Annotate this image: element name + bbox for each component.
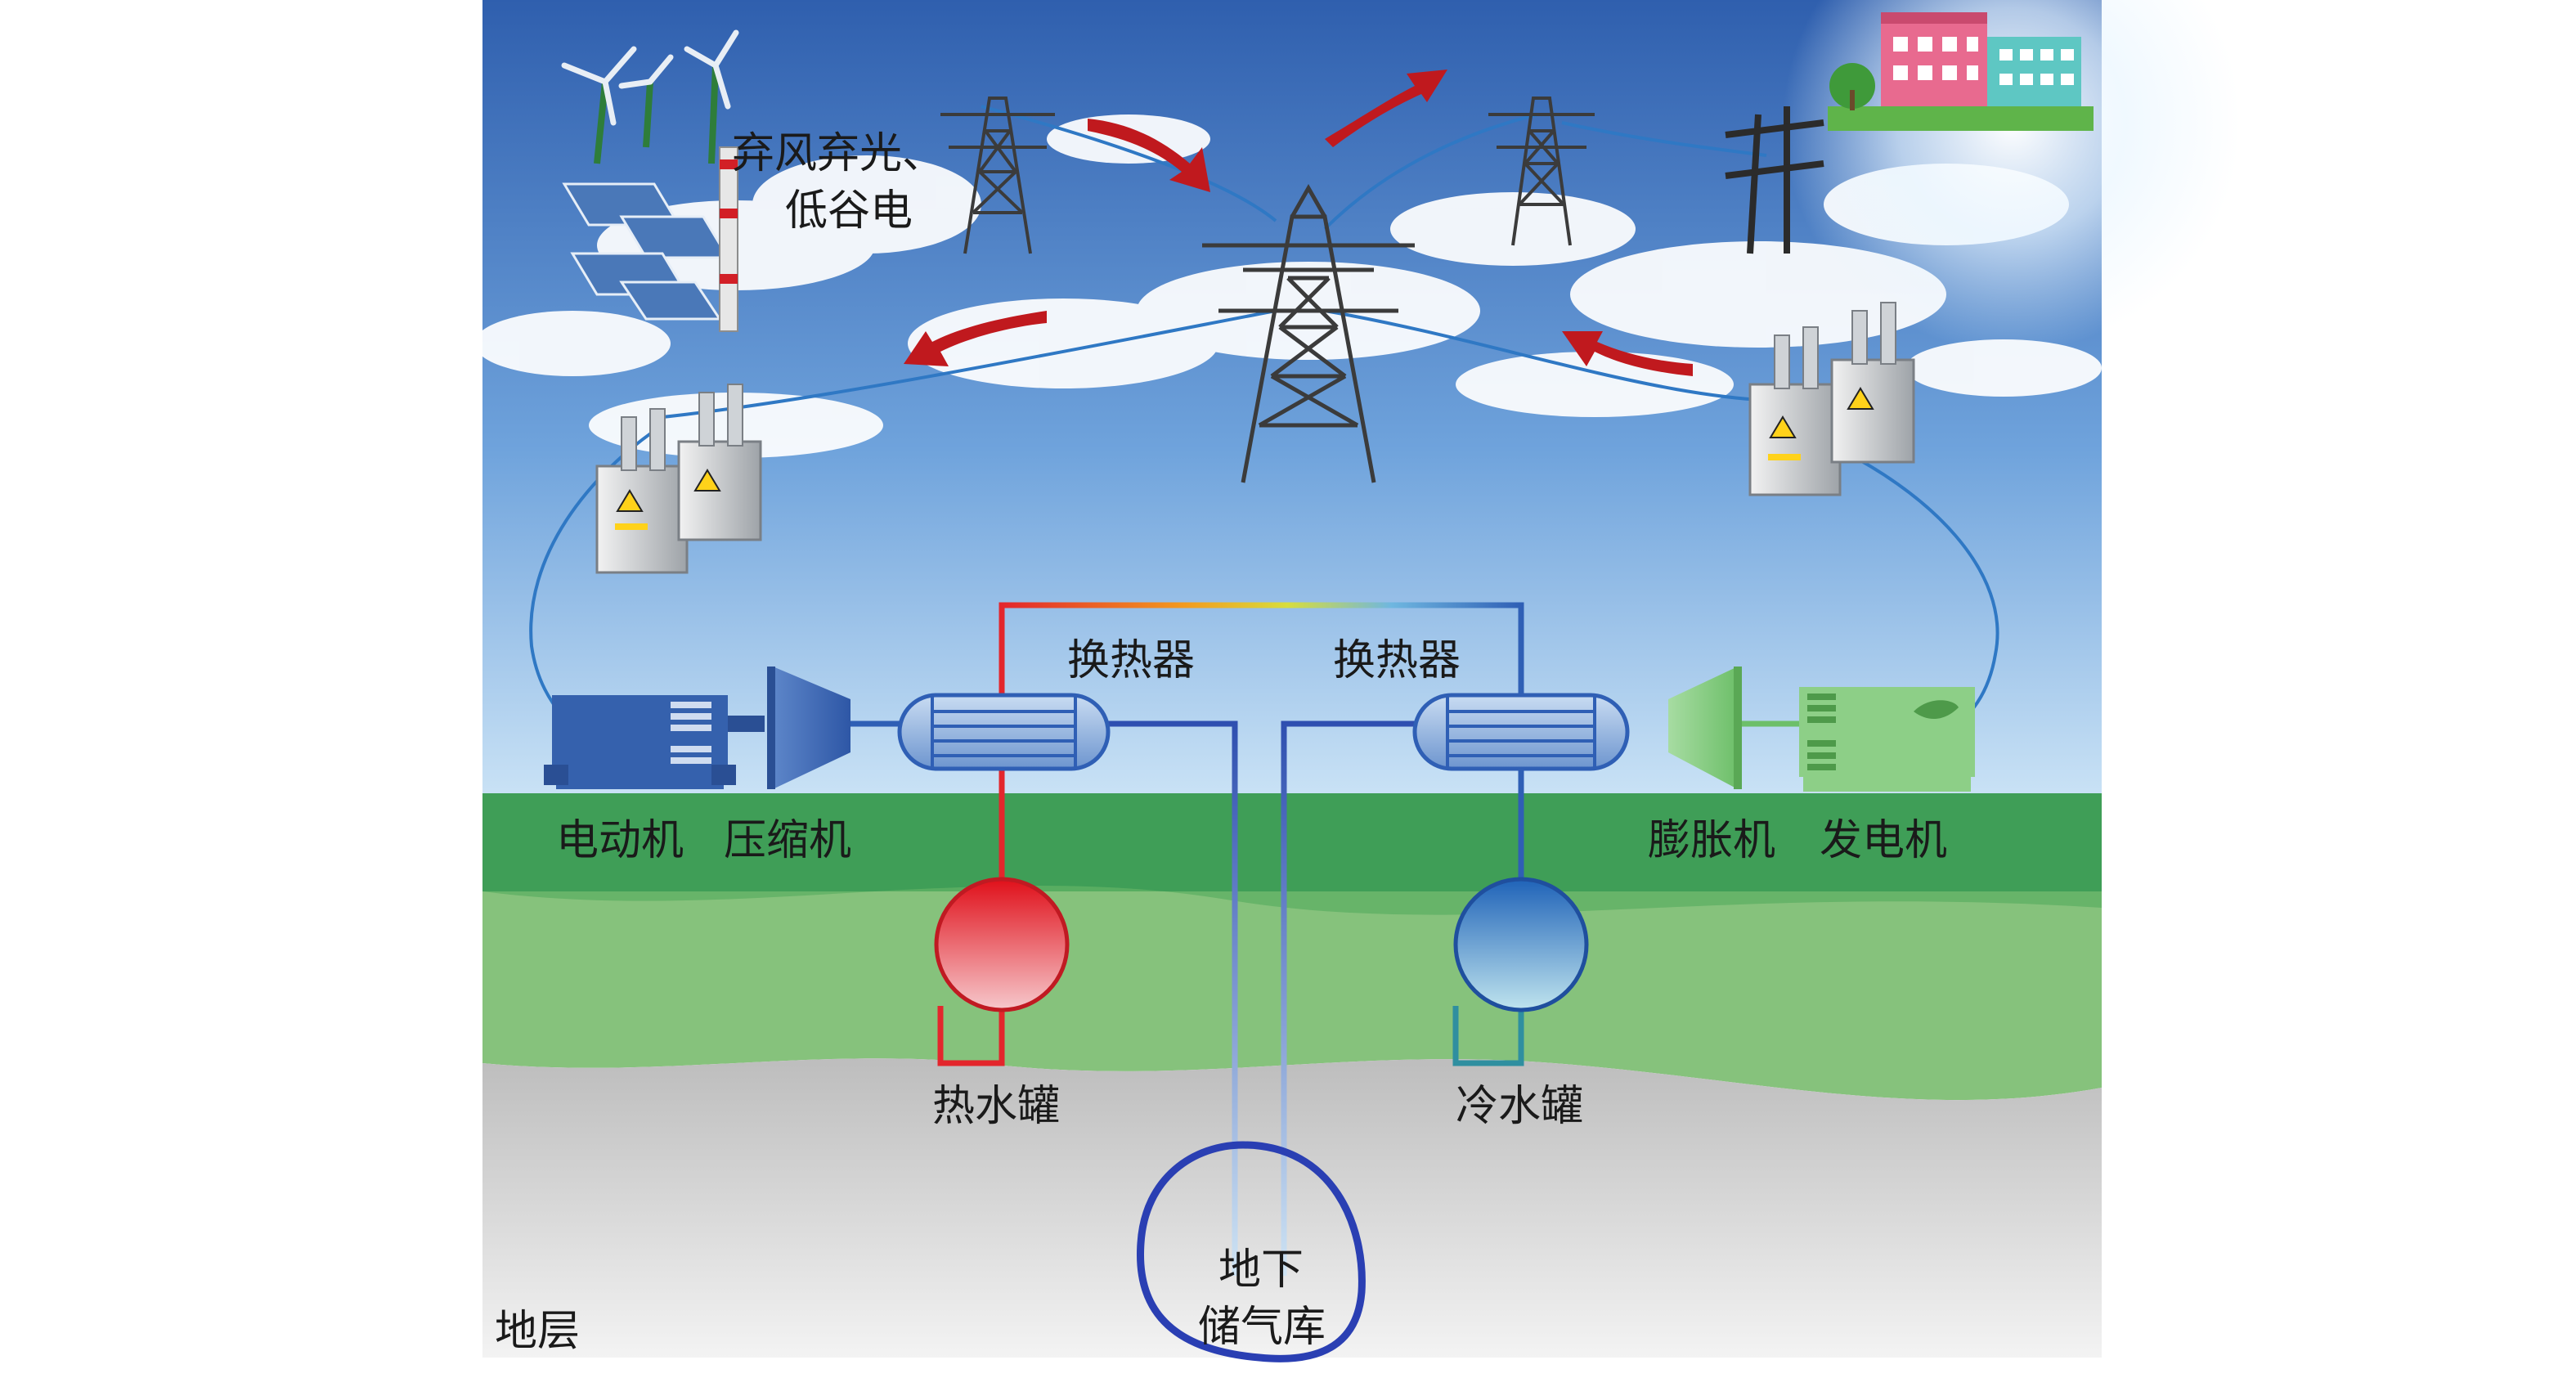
label-storage-line2: 储气库 — [1198, 1303, 1326, 1352]
transformer-right — [1748, 302, 1915, 496]
compressor — [767, 667, 850, 789]
label-source-line1: 弃风弃光、 — [732, 129, 945, 178]
utility-pole — [1725, 106, 1824, 254]
cold-water-tank — [1453, 877, 1589, 1012]
underground-cavern — [1136, 1141, 1366, 1362]
hot-water-tank — [934, 877, 1070, 1012]
transmission-tower-left — [940, 97, 1055, 254]
label-source-line2: 低谷电 — [785, 186, 913, 236]
label-compressor: 压缩机 — [724, 816, 851, 865]
generator — [1799, 687, 1975, 792]
pipe-cold-tank-down — [1452, 1006, 1524, 1066]
soil-wave — [482, 885, 2102, 915]
well-pipe-right — [1281, 720, 1415, 1276]
transmission-tower-right — [1488, 97, 1595, 246]
background — [474, 0, 2241, 1358]
flow-arrows — [904, 70, 1693, 376]
chimney-tower — [719, 146, 738, 332]
buildings — [1828, 12, 2094, 131]
solar-panels — [562, 182, 730, 321]
expander — [1668, 667, 1742, 789]
well-pipe-left — [1108, 720, 1238, 1276]
rock-layer — [482, 1058, 2102, 1358]
label-generator: 发电机 — [1820, 816, 1947, 865]
label-heat-exchanger-left: 换热器 — [1067, 636, 1195, 685]
heat-exchanger-right — [1412, 693, 1630, 771]
soil-layer — [482, 891, 2102, 1101]
label-heat-exchanger-right: 换热器 — [1333, 636, 1461, 685]
motor — [544, 695, 765, 789]
label-storage-line1: 地下 — [1218, 1246, 1304, 1295]
transformer-left — [595, 384, 762, 574]
label-motor: 电动机 — [556, 816, 684, 865]
label-cold-tank: 冷水罐 — [1456, 1082, 1583, 1131]
wind-turbines — [561, 29, 739, 164]
heat-exchanger-left — [897, 693, 1111, 771]
pipe-hot-tank-right — [937, 1006, 1005, 1066]
pipes — [842, 602, 1799, 1276]
labels: 弃风弃光、 低谷电 换热器 换热器 电动机 压缩机 膨胀机 发电机 热水罐 冷水… — [495, 129, 1947, 1356]
grass-layer — [482, 793, 2102, 891]
label-stratum: 地层 — [495, 1307, 580, 1356]
top-pipe — [999, 602, 1524, 695]
label-expander: 膨胀机 — [1648, 816, 1775, 865]
label-hot-tank: 热水罐 — [932, 1082, 1060, 1131]
transmission-tower-main — [1202, 183, 1415, 483]
